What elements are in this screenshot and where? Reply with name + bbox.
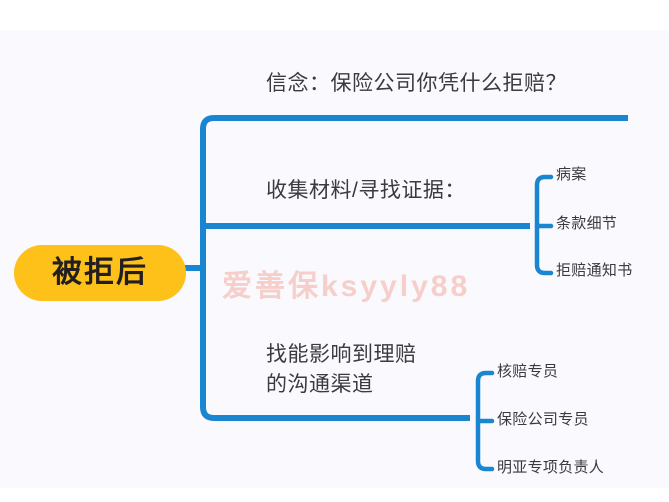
- leaf-label-insurer-specialist[interactable]: 保险公司专员: [497, 411, 589, 428]
- leaf-label-claims-assessor[interactable]: 核赔专员: [497, 363, 559, 380]
- root-node[interactable]: 被拒后: [14, 245, 186, 301]
- watermark: 爱善保ksyyly88: [222, 270, 471, 303]
- root-node-label: 被拒后: [52, 256, 148, 289]
- branch-label-belief[interactable]: 信念：保险公司你凭什么拒赔？: [266, 72, 567, 95]
- leaf-label-mingya-case-owner[interactable]: 明亚专项负责人: [497, 459, 605, 476]
- leaf-label-rejection-notice[interactable]: 拒赔通知书: [556, 262, 633, 279]
- leaf-label-medical-record[interactable]: 病案: [556, 166, 587, 183]
- leaf-label-clause-details[interactable]: 条款细节: [556, 215, 618, 232]
- branch-label-collect-materials[interactable]: 收集材料/寻找证据：: [266, 179, 466, 202]
- branch-label-communication-channels[interactable]: 找能影响到理赔 的沟通渠道: [266, 343, 417, 396]
